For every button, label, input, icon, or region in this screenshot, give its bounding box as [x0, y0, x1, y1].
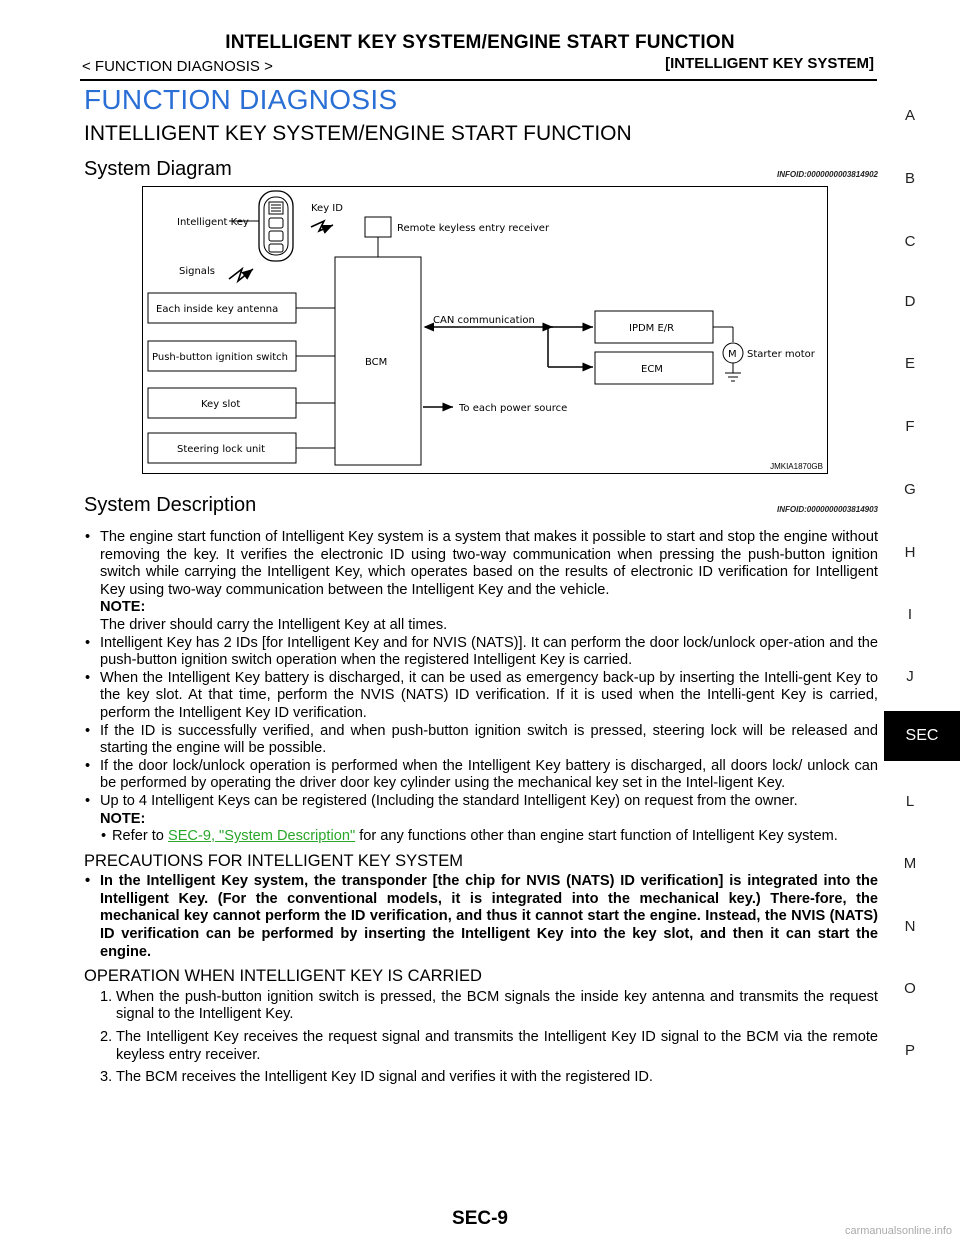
side-index-sec-tab[interactable]: SEC: [884, 711, 960, 761]
push-button-box: [147, 340, 297, 372]
side-index-j[interactable]: J: [906, 668, 914, 685]
note-label: NOTE:: [100, 599, 146, 616]
side-index-m[interactable]: M: [903, 855, 917, 872]
section-title: INTELLIGENT KEY SYSTEM/ENGINE START FUNC…: [84, 122, 632, 145]
side-index-g[interactable]: G: [904, 481, 916, 498]
intelligent-key-icon: [258, 190, 294, 262]
inside-key-antenna-label: Each inside key antenna: [156, 304, 278, 315]
side-index-o[interactable]: O: [904, 980, 916, 997]
list-item: 3.The BCM receives the Intelligent Key I…: [100, 1069, 653, 1086]
description-body: The engine start function of Intelligent…: [84, 529, 878, 1092]
page-number: SEC-9: [452, 1208, 508, 1229]
steering-lock-label: Steering lock unit: [177, 444, 265, 455]
starter-motor-label: Starter motor: [747, 349, 816, 360]
system-diagram-infoid: INFOID:0000000003814902: [777, 170, 878, 179]
ipdm-label: IPDM E/R: [629, 323, 674, 334]
system-label: [INTELLIGENT KEY SYSTEM]: [665, 55, 874, 72]
side-index-h[interactable]: H: [904, 544, 916, 561]
page-title: FUNCTION DIAGNOSIS: [84, 84, 398, 115]
page-header-title: INTELLIGENT KEY SYSTEM/ENGINE START FUNC…: [225, 32, 735, 53]
breadcrumb: < FUNCTION DIAGNOSIS >: [82, 58, 273, 75]
bcm-box: [334, 256, 422, 466]
side-index-p[interactable]: P: [904, 1042, 915, 1059]
note-label: NOTE:: [100, 810, 146, 827]
note-text: The driver should carry the Intelligent …: [100, 616, 448, 633]
list-item: Up to 4 Intelligent Keys can be register…: [84, 793, 878, 846]
motor-symbol: M: [728, 349, 737, 360]
system-diagram-svg: Intelligent Key Key ID Signals Remote ke…: [147, 190, 816, 466]
side-index-i[interactable]: I: [907, 606, 913, 623]
key-id-label: Key ID: [311, 203, 343, 214]
header-rule: [80, 79, 877, 81]
precautions-heading: PRECAUTIONS FOR INTELLIGENT KEY SYSTEM: [84, 851, 463, 870]
ecm-label: ECM: [641, 364, 663, 375]
side-index-e[interactable]: E: [904, 355, 915, 372]
system-description-heading: System Description: [84, 494, 257, 516]
side-index-a[interactable]: A: [904, 107, 915, 124]
side-index-b[interactable]: B: [904, 170, 915, 187]
figure-code: JMKIA1870GB: [770, 462, 823, 471]
side-index-f[interactable]: F: [905, 418, 915, 435]
ecm-box: [594, 351, 714, 385]
list-item: If the door lock/unlock operation is per…: [84, 758, 878, 793]
list-item: In the Intelligent Key system, the trans…: [84, 873, 878, 961]
sec-9-link[interactable]: SEC-9, "System Description": [167, 828, 356, 845]
push-button-label: Push-button ignition switch: [152, 352, 288, 363]
power-label: To each power source: [458, 403, 567, 414]
key-slot-label: Key slot: [201, 399, 240, 410]
signals-icon: [228, 266, 254, 284]
side-index-l[interactable]: L: [905, 793, 915, 810]
remote-receiver-label: Remote keyless entry receiver: [397, 223, 550, 234]
system-diagram: Intelligent Key Key ID Signals Remote ke…: [142, 186, 828, 474]
system-description-infoid: INFOID:0000000003814903: [777, 505, 878, 514]
list-item: Intelligent Key has 2 IDs [for Intellige…: [84, 635, 878, 670]
watermark: carmanualsonline.info: [844, 1225, 952, 1237]
bcm-label: BCM: [365, 357, 387, 368]
remote-receiver-box: [364, 216, 392, 238]
list-item: 2.The Intelligent Key receives the reque…: [100, 1029, 878, 1063]
list-item: 1.When the push-button ignition switch i…: [100, 988, 878, 1023]
side-index-d[interactable]: D: [904, 293, 916, 310]
list-item: When the Intelligent Key battery is disc…: [84, 670, 878, 723]
list-item: If the ID is successfully verified, and …: [84, 723, 878, 758]
side-index-n[interactable]: N: [904, 918, 916, 935]
list-item: The engine start function of Intelligent…: [84, 529, 878, 635]
list-item: Refer to SEC-9, "System Description" for…: [100, 828, 878, 846]
can-label: CAN communication: [433, 315, 535, 326]
side-index-c[interactable]: C: [904, 233, 916, 250]
intelligent-key-label: Intelligent Key: [177, 217, 249, 228]
system-diagram-heading: System Diagram: [84, 158, 232, 180]
signals-label: Signals: [179, 266, 215, 277]
key-id-signal-icon: [310, 219, 334, 234]
ipdm-box: [594, 310, 714, 344]
operation-heading: OPERATION WHEN INTELLIGENT KEY IS CARRIE…: [84, 967, 482, 986]
